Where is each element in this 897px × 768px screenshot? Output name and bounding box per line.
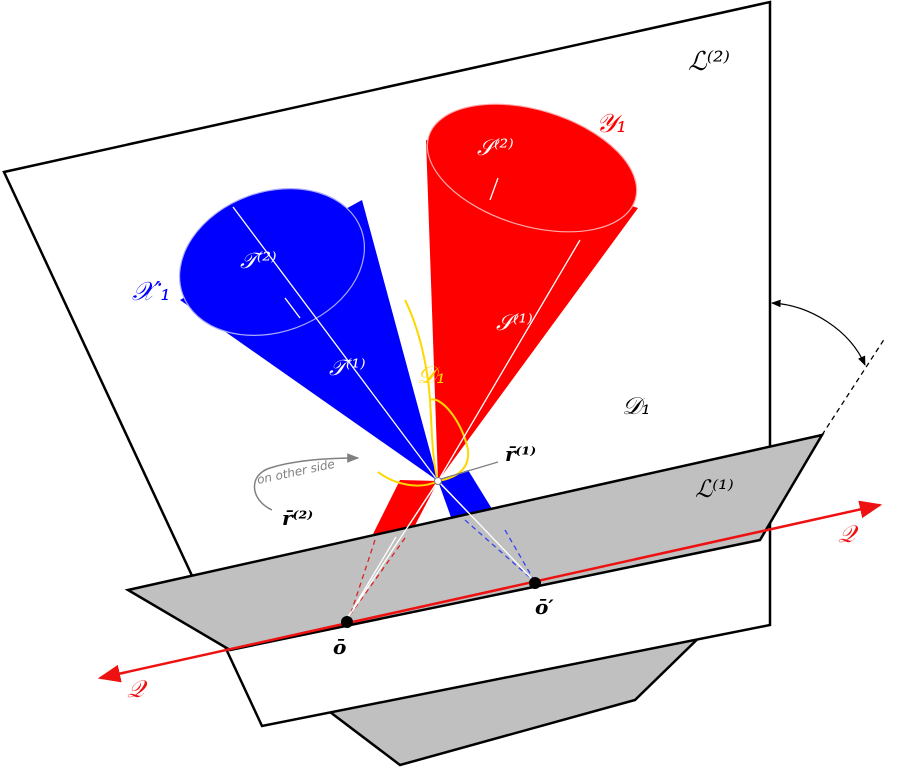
label-region-d1: 𝒟₁ — [622, 392, 651, 420]
boundary-d1-curve — [377, 299, 470, 487]
angle-arc — [771, 299, 866, 366]
label-line-q-left: 𝒬 — [127, 675, 148, 703]
label-axis-s1: 𝒮⁽¹⁾ — [496, 311, 533, 336]
label-line-q-right: 𝒬 — [838, 520, 859, 548]
other-side-arrow — [253, 453, 360, 511]
label-axis-t2: 𝒯⁽²⁾ — [240, 249, 276, 274]
point-o — [341, 616, 353, 628]
line-q — [97, 500, 883, 683]
label-cone-y1: 𝒴₁ — [596, 109, 627, 139]
label-boundary-d1: 𝒟₁ — [417, 361, 446, 389]
angle-dashed-line — [821, 337, 886, 436]
r1-pointer — [440, 461, 499, 480]
label-plane-l1: ℒ⁽¹⁾ — [695, 475, 734, 503]
label-point-oprime: ō′ — [535, 595, 554, 619]
label-cone-x1prime: 𝒳′₁ — [132, 277, 171, 307]
label-axis-s2: 𝒮⁽²⁾ — [477, 136, 514, 161]
point-oprime — [529, 577, 541, 589]
label-point-r2: r̄⁽²⁾ — [282, 506, 313, 530]
label-point-o: ō — [333, 635, 346, 659]
point-r1 — [434, 477, 442, 485]
label-axis-t1: 𝒯⁽¹⁾ — [329, 356, 365, 381]
label-plane-l2: ℒ⁽²⁾ — [688, 47, 730, 77]
label-point-r1: r̄⁽¹⁾ — [505, 442, 536, 466]
